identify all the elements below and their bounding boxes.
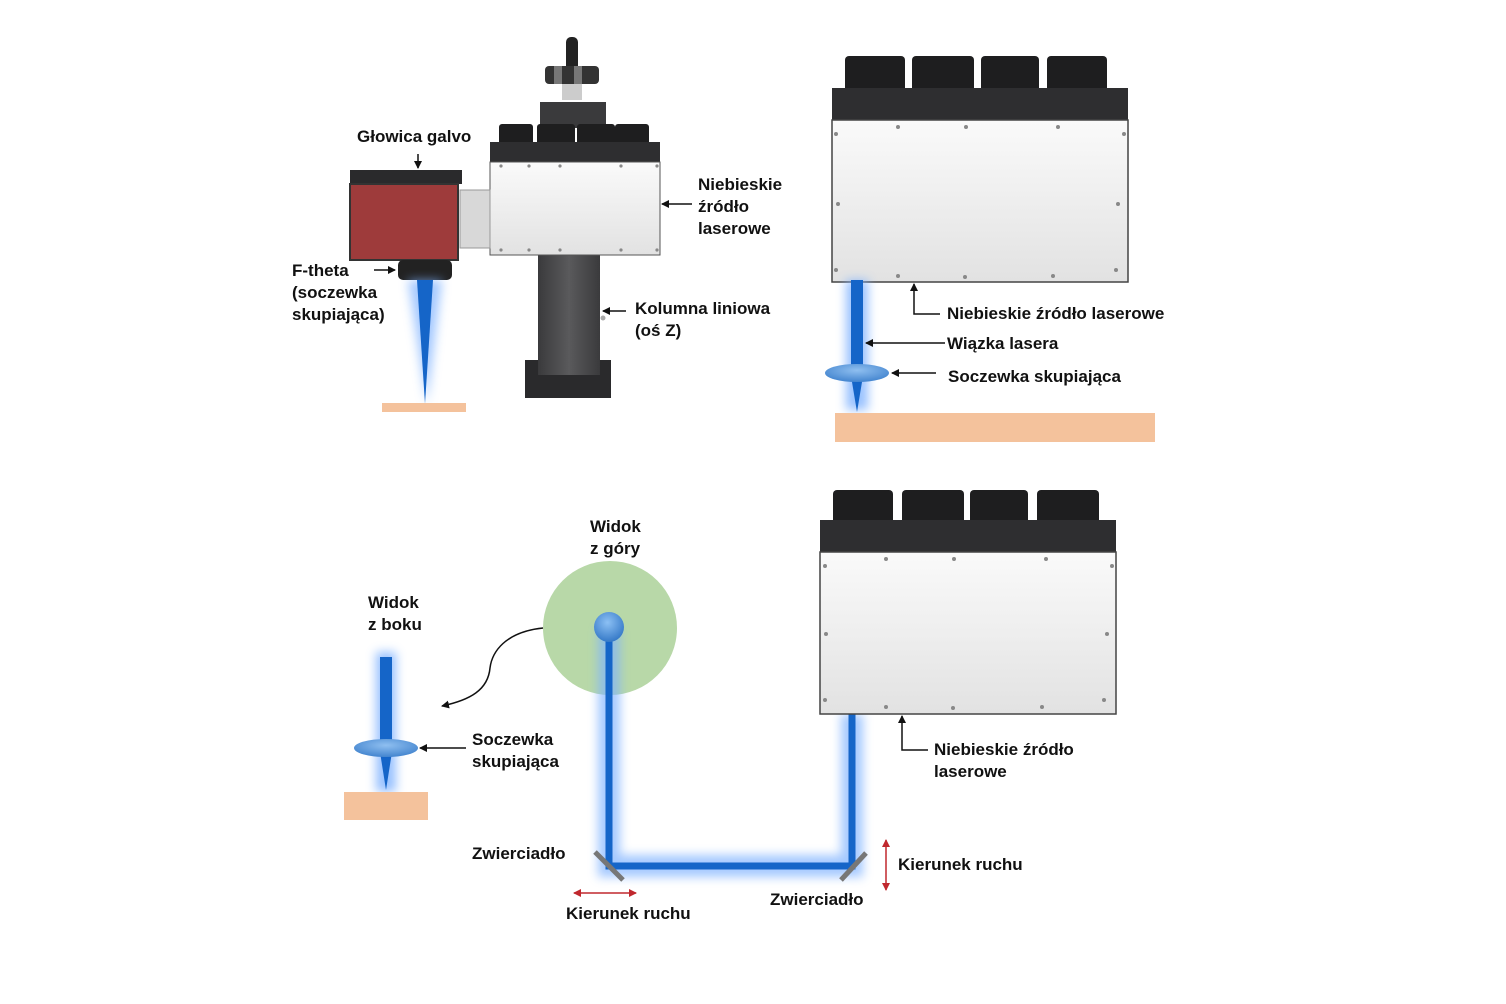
label-laser-source: Niebieskie źródło laserowe — [934, 740, 1074, 781]
column-knob — [600, 315, 606, 321]
galvo-beam — [417, 280, 433, 404]
direct-beam-illustration — [825, 56, 1155, 442]
mirror-right — [839, 851, 868, 882]
beam-path — [605, 628, 856, 870]
side-view-workpiece — [344, 792, 428, 820]
label-laser-source: Niebieskie źródło laserowe — [698, 175, 783, 238]
handwheel — [540, 37, 606, 128]
label-mirror-left: Zwierciadło — [472, 844, 566, 863]
laser-source-housing — [820, 520, 1116, 552]
laser-source-panel — [819, 551, 1117, 715]
laser-source-arrow — [910, 283, 940, 315]
label-laser-beam: Wiązka lasera — [947, 334, 1059, 353]
label-motion-direction-vertical: Kierunek ruchu — [898, 855, 1023, 874]
laser-beam — [851, 280, 863, 370]
label-focusing-lens: Soczewka skupiająca — [472, 730, 559, 771]
cooling-fans — [499, 124, 649, 146]
linear-column — [538, 250, 600, 375]
laser-source-arrow — [898, 715, 928, 751]
beam-spot — [594, 612, 624, 642]
workpiece-galvo — [382, 403, 466, 412]
laser-source-housing — [832, 88, 1128, 120]
side-view-beam — [380, 657, 392, 749]
view-link-arrow — [441, 627, 544, 709]
galvo-coupling — [459, 189, 491, 249]
side-view-focused-beam — [380, 752, 392, 790]
label-linear-column: Kolumna liniowa (oś Z) — [635, 299, 771, 340]
label-laser-source: Niebieskie źródło laserowe — [947, 304, 1165, 323]
side-view-lens — [354, 739, 418, 757]
label-top-view: Widok z góry — [590, 517, 641, 558]
laser-source-panel — [831, 119, 1129, 283]
galvo-head — [349, 183, 459, 261]
focused-beam — [851, 376, 863, 412]
laser-source-housing — [490, 142, 660, 164]
label-f-theta-lens: F-theta (soczewka skupiająca) — [292, 261, 385, 324]
laser-source-panel — [489, 161, 661, 256]
label-side-view: Widok z boku — [368, 593, 422, 634]
label-mirror-right: Zwierciadło — [770, 890, 864, 909]
label-focusing-lens: Soczewka skupiająca — [948, 367, 1121, 386]
galvo-system-illustration — [349, 37, 692, 412]
mirror-left — [593, 850, 625, 882]
label-motion-direction-horizontal: Kierunek ruchu — [566, 904, 691, 923]
cooling-fans — [845, 56, 1107, 92]
f-theta-lens — [398, 260, 452, 280]
focusing-lens — [825, 364, 889, 382]
cooling-fans — [833, 490, 1099, 526]
workpiece — [835, 413, 1155, 442]
mirror-beam-path-illustration — [344, 490, 1117, 897]
label-galvo-head: Głowica galvo — [357, 127, 472, 146]
galvo-head-top — [350, 170, 462, 184]
